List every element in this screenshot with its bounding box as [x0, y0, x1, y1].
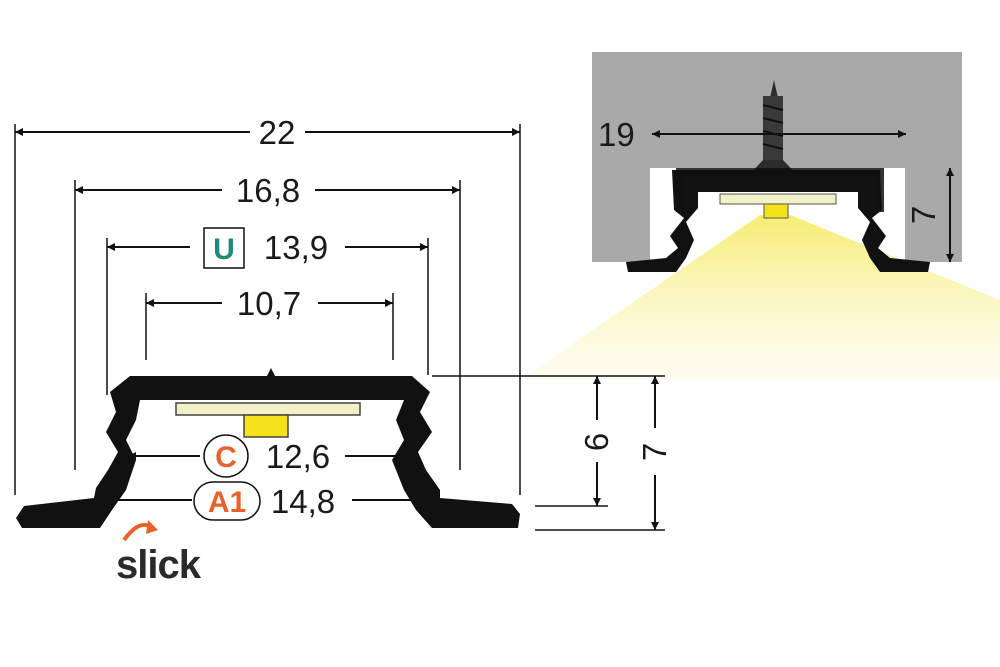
slick-logo: slick	[116, 520, 203, 587]
dim-width-6: 14,8	[271, 483, 335, 520]
dim-overall-height: 7	[636, 443, 673, 461]
mounted-profile	[626, 170, 930, 272]
mounting-width-label: 19	[598, 116, 635, 153]
badge-c: C	[215, 441, 237, 474]
dim-width-5: 12,6	[266, 438, 330, 475]
badge-a1: A1	[208, 486, 246, 519]
mounted-profile-clip	[676, 168, 884, 212]
mounting-height-label: 7	[905, 206, 942, 224]
mounted-led-strip	[719, 193, 837, 205]
logo-text: slick	[116, 543, 202, 587]
dim-overall-width: 22	[259, 114, 296, 151]
profile-cross-section: 22 16,8 U 13,9 10,7 C 12,6 A1 14,8 6	[14, 114, 673, 531]
dim-width-4: 10,7	[237, 285, 301, 322]
badge-a1-pill	[193, 481, 261, 521]
dim-width-3: 13,9	[264, 229, 328, 266]
dim-inner-height: 6	[578, 433, 615, 451]
mounting-detail: 19 7	[520, 52, 1000, 380]
aluminium-profile	[16, 376, 520, 528]
led-strip	[175, 402, 361, 416]
mounted-led	[763, 203, 789, 219]
badge-u: U	[213, 233, 235, 266]
led-chip	[243, 414, 289, 438]
badge-u-box	[203, 227, 245, 269]
dim-width-2: 16,8	[236, 172, 300, 209]
badge-c-circle	[203, 434, 249, 478]
